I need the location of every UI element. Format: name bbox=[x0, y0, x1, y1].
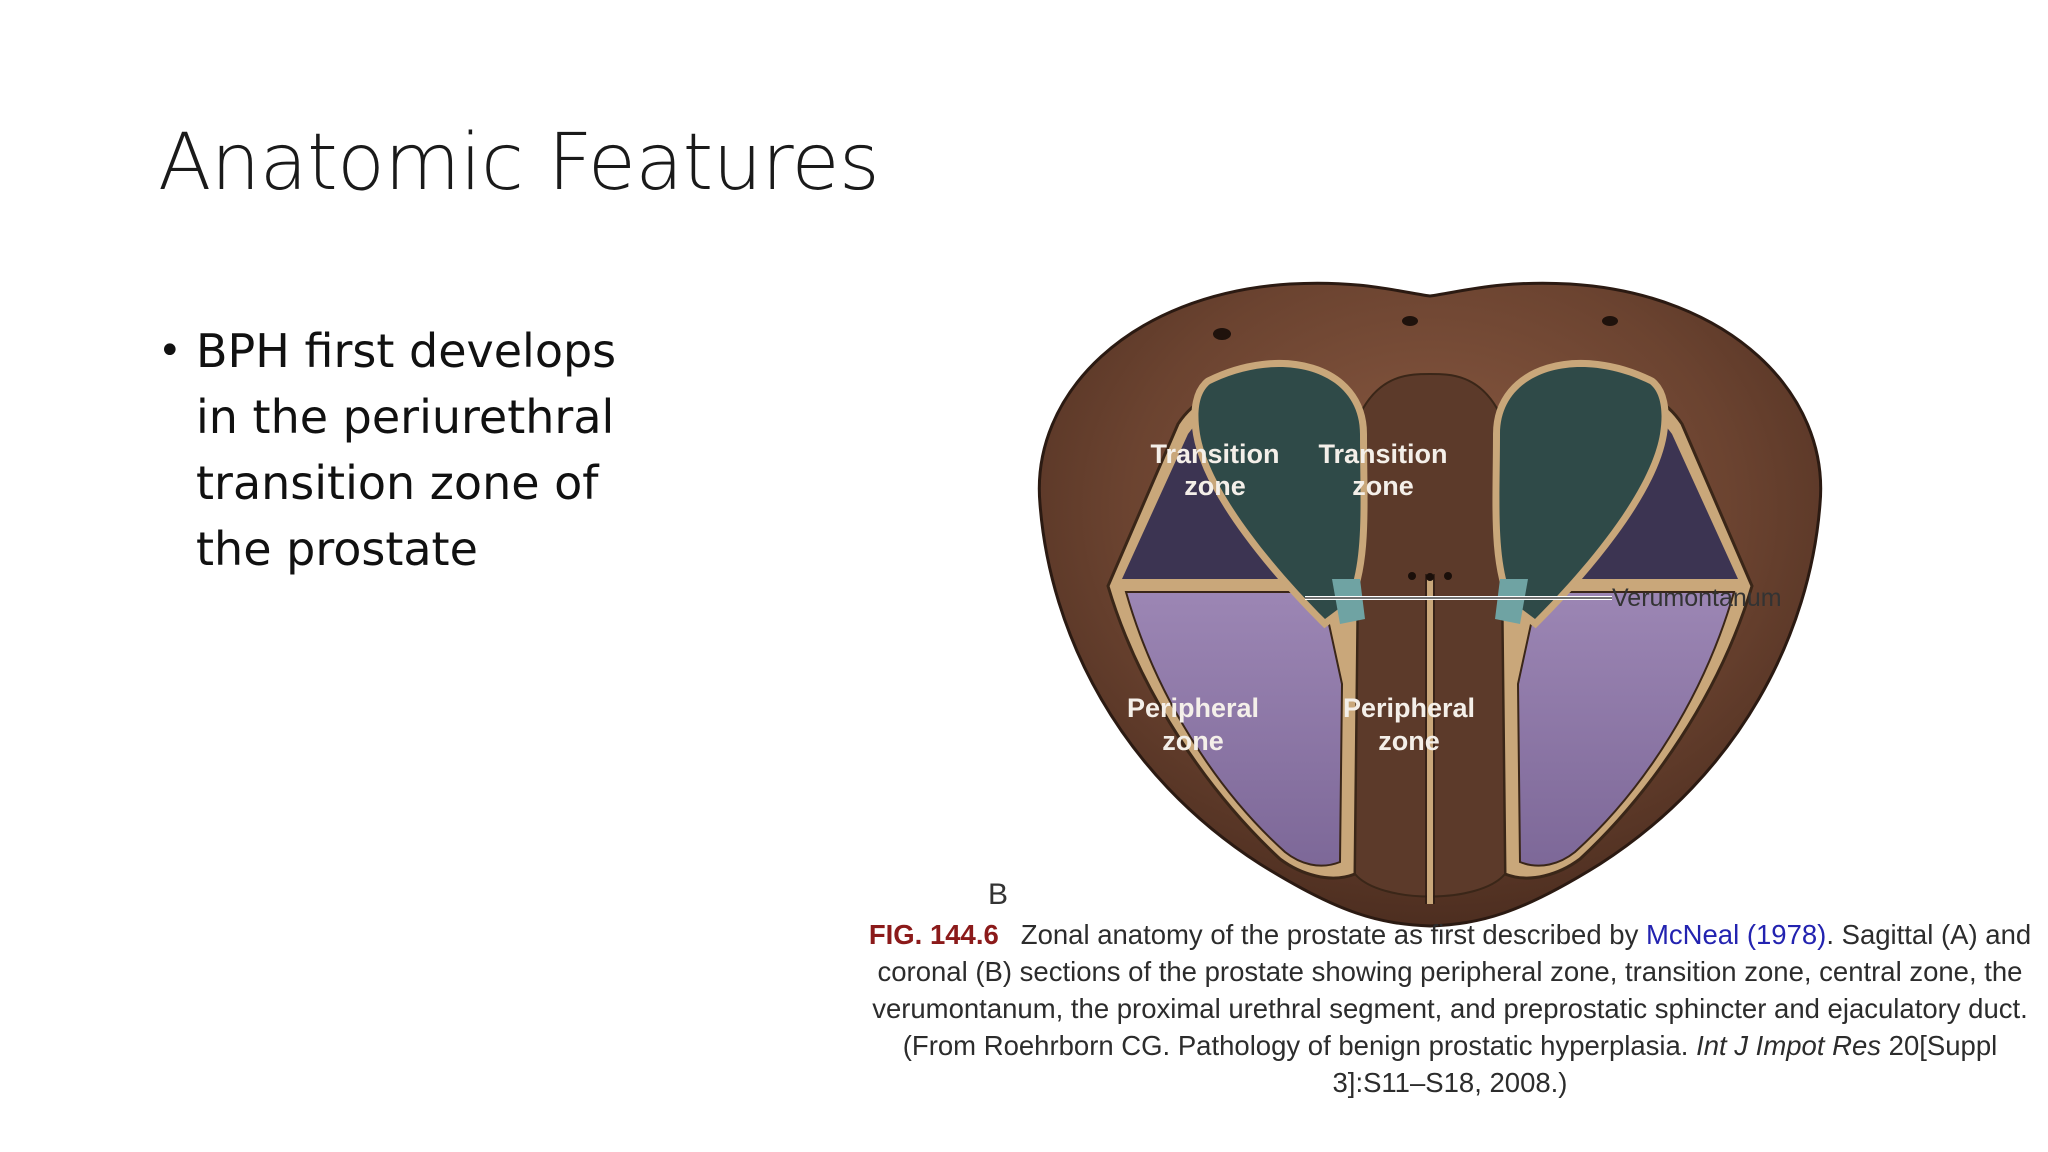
figure-caption: FIG. 144.6 Zonal anatomy of the prostate … bbox=[868, 916, 2032, 1101]
peripheral-zone-right-label: Peripheral bbox=[1343, 693, 1475, 723]
transition-zone-left-label-2: zone bbox=[1184, 471, 1246, 501]
caption-journal: Int J Impot Res bbox=[1696, 1030, 1881, 1061]
bullet-marker: • bbox=[158, 318, 196, 384]
peripheral-zone-left-label: Peripheral bbox=[1127, 693, 1259, 723]
panel-letter: B bbox=[988, 878, 1008, 912]
verumontanum-dot bbox=[1426, 573, 1434, 581]
slide-title: Anatomic Features bbox=[158, 118, 879, 208]
transition-zone-left-label: Transition bbox=[1150, 439, 1279, 469]
caption-reference-link[interactable]: McNeal (1978) bbox=[1646, 919, 1826, 950]
transition-zone-right-label-2: zone bbox=[1352, 471, 1414, 501]
verumontanum-label: Verumontanum bbox=[1612, 584, 1782, 612]
capsule-dot-right bbox=[1402, 316, 1418, 326]
peripheral-zone-right-label-2: zone bbox=[1378, 726, 1440, 756]
figure-number: FIG. 144.6 bbox=[869, 919, 999, 950]
transition-zone-right-label: Transition bbox=[1318, 439, 1447, 469]
verumontanum-dot bbox=[1444, 572, 1452, 580]
bullet-item: • BPH first develops in the periurethral… bbox=[158, 318, 678, 582]
verumontanum-dot bbox=[1408, 572, 1416, 580]
prostate-coronal-diagram: Transition zone Transition zone Peripher… bbox=[960, 274, 1860, 934]
capsule-dot-right2 bbox=[1602, 316, 1618, 326]
capsule-dot-left bbox=[1213, 328, 1231, 340]
peripheral-zone-left-label-2: zone bbox=[1162, 726, 1224, 756]
bullet-text: BPH first develops in the periurethral t… bbox=[196, 318, 666, 582]
bullet-list: • BPH first develops in the periurethral… bbox=[158, 318, 678, 582]
caption-text-1: Zonal anatomy of the prostate as first d… bbox=[1021, 919, 1646, 950]
